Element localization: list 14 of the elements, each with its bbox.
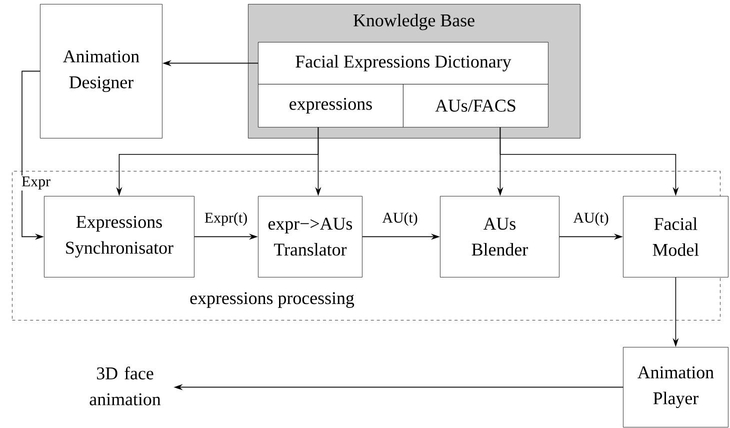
output-text: 3D face animation — [90, 366, 161, 406]
process-box: Animation Player — [623, 347, 728, 428]
process-box: Expressions Synchronisator — [44, 196, 194, 278]
process-box: expr−>AUs Translator — [258, 196, 362, 278]
edge-label: Expr(t) — [204, 212, 247, 226]
edge-label: AU(t) — [573, 212, 608, 226]
edge-label: AU(t) — [382, 212, 418, 226]
table-cell: AUs/FACS — [403, 84, 548, 128]
process-box: Facial Model — [623, 196, 728, 278]
dictionary-box: Facial Expressions Dictionary — [258, 42, 548, 84]
edge-label: Expr — [22, 176, 50, 190]
process-box: AUs Blender — [440, 196, 560, 278]
process-box: Animation Designer — [40, 4, 162, 138]
table-cell: expressions — [258, 84, 404, 128]
